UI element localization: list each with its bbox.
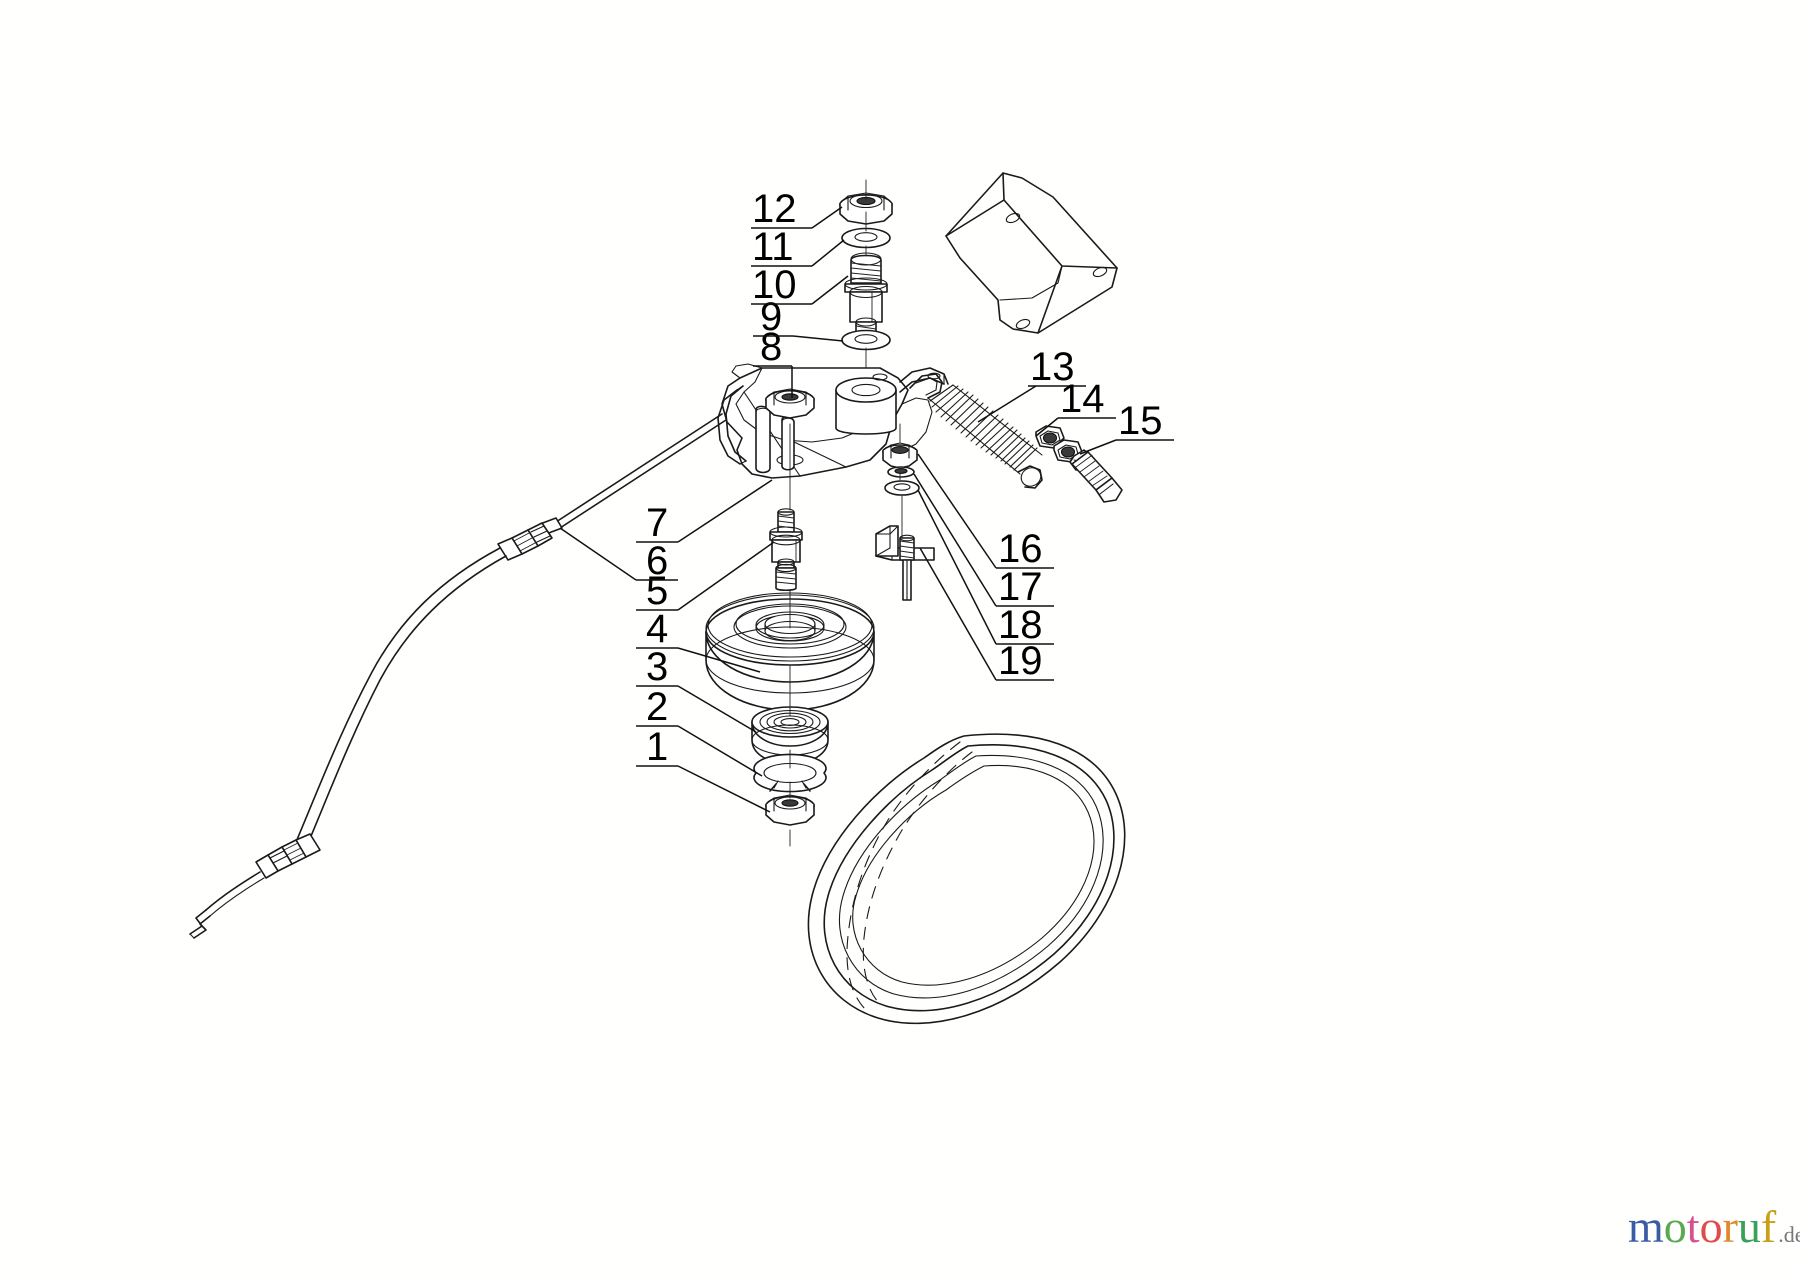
- deck-mount-bracket: [945, 172, 1118, 334]
- part-9-flat-washer: [841, 329, 891, 351]
- watermark-letter-u: u: [1738, 1201, 1761, 1252]
- part-10-pivot-shoulder-bolt: [844, 252, 888, 347]
- watermark-suffix: .de: [1778, 1222, 1800, 1247]
- watermark-letter-r: r: [1723, 1201, 1738, 1252]
- part-8-flange-lock-nut: [765, 388, 815, 419]
- part-2-snap-ring: [753, 753, 827, 793]
- callout-19: 19: [919, 547, 1054, 683]
- callout-13: 13: [977, 345, 1086, 423]
- callout-16: 16: [917, 453, 1054, 571]
- part-13-extension-spring: [909, 373, 1043, 489]
- watermark-letter-t: t: [1687, 1201, 1700, 1252]
- part-19-u-clip-carriage-bolt: [875, 525, 935, 601]
- callout-17: 17: [913, 473, 1054, 609]
- watermark-letter-o2: o: [1700, 1201, 1723, 1252]
- part-16-hex-lock-nut: [882, 442, 918, 469]
- callout-14: 14: [1035, 377, 1116, 437]
- callout-11-label: 11: [752, 225, 794, 269]
- callout-16-label: 16: [998, 527, 1043, 571]
- callout-15-label: 15: [1118, 399, 1163, 443]
- cable-adjuster-lower: [255, 833, 321, 879]
- part-14-hex-nut-second: [1053, 439, 1083, 463]
- callout-2: 2: [636, 685, 763, 777]
- callout-9: 9: [753, 295, 844, 342]
- watermark-letter-o1: o: [1664, 1201, 1687, 1252]
- callout-18-label: 18: [998, 603, 1043, 647]
- part-5-shoulder-bolt: [769, 508, 803, 592]
- callout-1: 1: [636, 725, 771, 813]
- part-11-flat-washer: [841, 227, 891, 249]
- callout-10: 10: [751, 263, 849, 307]
- callout-6: 6: [559, 527, 678, 583]
- callout-layer: 1 2 3 4 5 6: [559, 187, 1174, 813]
- part-6-control-cable: [189, 413, 727, 939]
- watermark-letter-m: m: [1628, 1201, 1664, 1252]
- watermark-text: motoruf.de: [1628, 1201, 1800, 1252]
- callout-17-label: 17: [998, 565, 1043, 609]
- callout-12: 12: [751, 187, 843, 231]
- spring-coils: [929, 384, 1038, 471]
- part-14-hex-nut: [1035, 425, 1065, 449]
- part-18-flat-washer: [884, 480, 920, 496]
- axis-right-fastener-stack: [899, 423, 903, 541]
- watermark-motoruf: motoruf.de: [1628, 1201, 1800, 1252]
- callout-12-label: 12: [752, 187, 797, 231]
- callout-13-label: 13: [1030, 345, 1075, 389]
- callout-11: 11: [751, 225, 845, 269]
- callout-14-label: 14: [1060, 377, 1105, 421]
- part-1-flange-lock-nut: [765, 794, 815, 826]
- callout-4-label: 4: [646, 607, 668, 651]
- part-17-lock-washer: [887, 466, 915, 478]
- callout-2-label: 2: [646, 685, 668, 729]
- callout-7-label: 7: [646, 501, 668, 545]
- callout-1-label: 1: [646, 725, 668, 769]
- drive-belt: [807, 733, 1126, 1025]
- callout-9-label: 9: [760, 295, 782, 339]
- callout-3-label: 3: [646, 645, 668, 689]
- cable-adjuster-upper: [497, 517, 563, 561]
- callout-3: 3: [636, 645, 757, 733]
- part-15-hex-head-bolt: [1069, 449, 1123, 503]
- callout-15: 15: [1079, 399, 1174, 455]
- callout-7: 7: [636, 479, 773, 545]
- callout-10-label: 10: [752, 263, 797, 307]
- callout-18: 18: [917, 489, 1054, 647]
- callout-6-label: 6: [646, 539, 668, 583]
- watermark-letter-f: f: [1761, 1201, 1777, 1252]
- callout-4: 4: [636, 607, 761, 673]
- callout-19-label: 19: [998, 639, 1043, 683]
